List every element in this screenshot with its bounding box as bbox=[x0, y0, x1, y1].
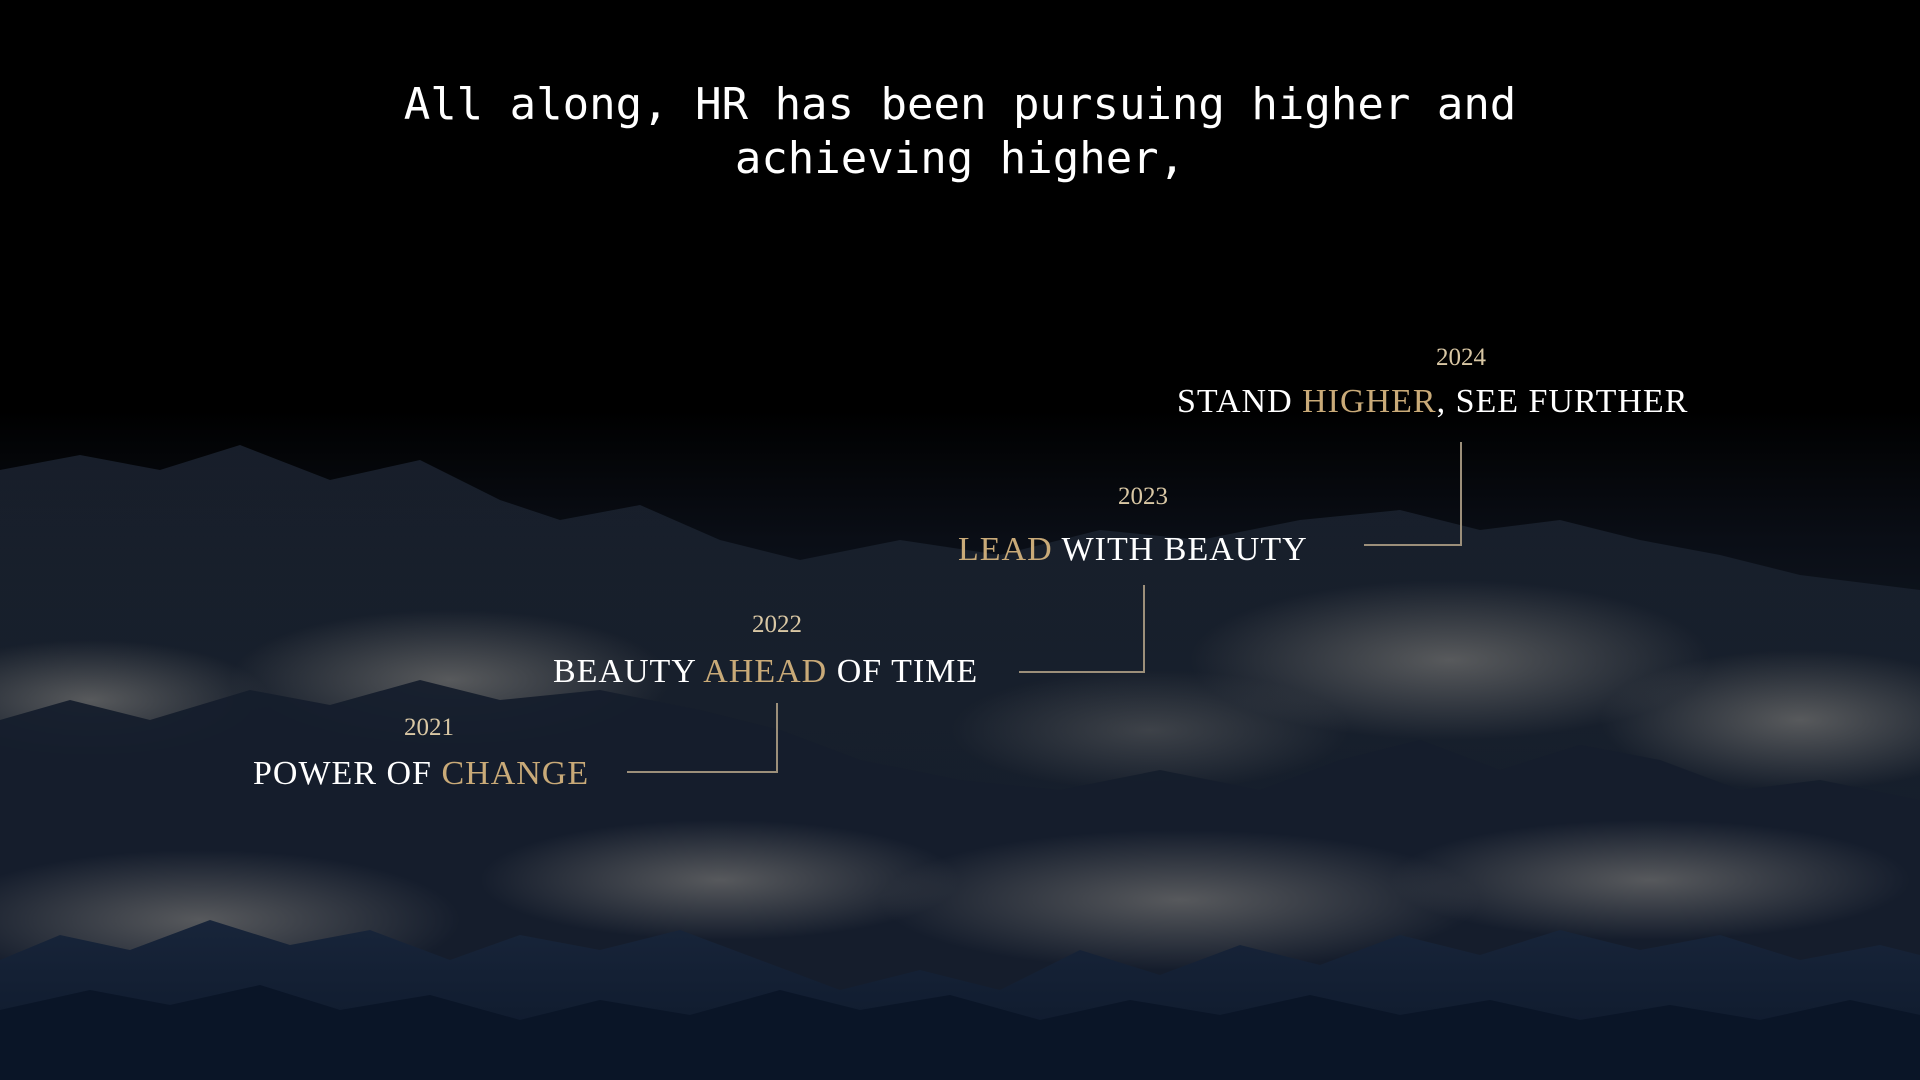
headline: All along, HR has been pursuing higher a… bbox=[0, 78, 1920, 186]
slogan-text: , SEE FURTHER bbox=[1436, 383, 1689, 420]
slogan-highlight: HIGHER bbox=[1302, 383, 1437, 420]
slogan-text: POWER OF bbox=[253, 755, 442, 792]
milestone-year-2021: 2021 bbox=[404, 714, 454, 741]
milestone-year-2024: 2024 bbox=[1436, 344, 1486, 371]
headline-line-2: achieving higher, bbox=[734, 133, 1186, 184]
milestone-slogan-2023: LEAD WITH BEAUTY bbox=[958, 530, 1308, 570]
headline-line-1: All along, HR has been pursuing higher a… bbox=[403, 79, 1517, 130]
milestone-slogan-2022: BEAUTY AHEAD OF TIME bbox=[553, 652, 978, 692]
slogan-text: OF TIME bbox=[827, 653, 979, 690]
milestone-year-2023: 2023 bbox=[1118, 483, 1168, 510]
milestone-year-2022: 2022 bbox=[752, 611, 802, 638]
slogan-text: STAND bbox=[1177, 383, 1303, 420]
slogan-highlight: CHANGE bbox=[441, 755, 590, 792]
milestone-slogan-2024: STAND HIGHER, SEE FURTHER bbox=[1177, 382, 1688, 422]
slogan-text: BEAUTY bbox=[553, 653, 704, 690]
slogan-text: WITH BEAUTY bbox=[1052, 531, 1308, 568]
slogan-highlight: AHEAD bbox=[703, 653, 828, 690]
slogan-highlight: LEAD bbox=[958, 531, 1053, 568]
milestone-slogan-2021: POWER OF CHANGE bbox=[253, 754, 589, 794]
